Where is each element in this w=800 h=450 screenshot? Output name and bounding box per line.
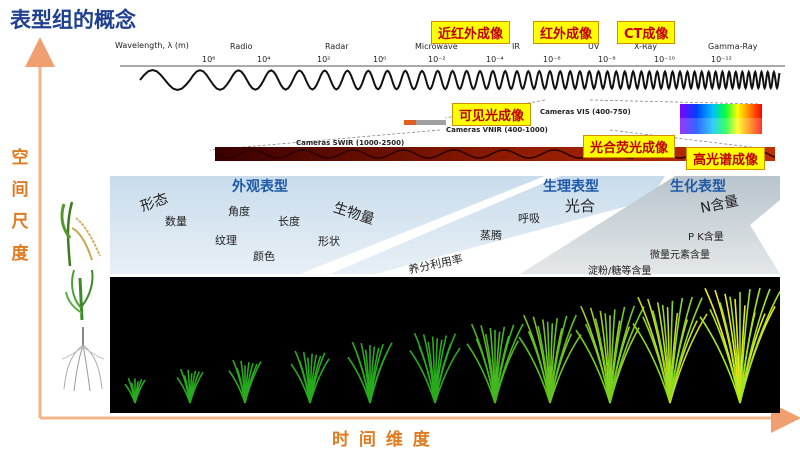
band-label: Gamma-Ray xyxy=(708,42,758,51)
y-axis-label-char: 度 xyxy=(11,244,29,264)
imaging-label-nir: 近红外成像 xyxy=(431,21,511,44)
y-axis-label-char: 空 xyxy=(11,148,29,168)
exponent-label: 10⁻⁸ xyxy=(598,55,616,64)
trait-transpiration: 蒸腾 xyxy=(480,229,502,242)
imaging-label-fluorescence: 光合荧光成像 xyxy=(583,135,676,158)
plant-seedling-image xyxy=(65,269,94,321)
imaging-label-hyperspectral: 高光谱成像 xyxy=(686,147,766,170)
trait-shape: 形状 xyxy=(318,235,340,248)
appearance-panel xyxy=(110,176,545,274)
band-label: Microwave xyxy=(415,42,458,51)
trait-pk-content: P K含量 xyxy=(688,232,724,243)
y-axis-label-char: 间 xyxy=(11,180,29,200)
band-label: Radar xyxy=(325,42,349,51)
rice-plant xyxy=(409,332,461,404)
trait-photosynthesis: 光合 xyxy=(565,197,596,215)
exponent-label: 10⁴ xyxy=(257,55,271,64)
biochemical-panel xyxy=(520,176,780,274)
exponent-label: 10⁶ xyxy=(202,55,216,64)
rice-plant xyxy=(699,287,781,404)
rice-plant xyxy=(290,350,330,404)
rice-plant xyxy=(632,296,708,404)
category-biochemical: 生化表型 xyxy=(670,179,726,195)
trait-starch-sugar: 淀粉/糖等含量 xyxy=(588,266,652,277)
phenotype-panels xyxy=(110,176,780,274)
plant-root-image xyxy=(61,327,105,392)
camera-swir-label: Cameras SWIR (1000-2500) xyxy=(296,139,405,147)
imaging-label-visible: 可见光成像 xyxy=(452,103,532,126)
rice-plant xyxy=(575,305,645,404)
exponent-label: 10⁻¹² xyxy=(711,55,732,64)
y-axis-label-char: 尺 xyxy=(11,212,29,232)
rice-plant xyxy=(124,377,146,404)
rice-plants xyxy=(124,287,781,404)
camera-vnir-label: Cameras VNIR (400-1000) xyxy=(446,126,548,134)
page-title: 表型组的概念 xyxy=(10,8,136,32)
trait-count: 数量 xyxy=(165,215,187,228)
exponent-label: 10⁻⁴ xyxy=(486,55,504,64)
trait-angle: 角度 xyxy=(228,205,250,218)
category-physiology: 生理表型 xyxy=(543,179,599,195)
exponent-label: 10⁰ xyxy=(373,55,387,64)
exponent-label: 10⁻¹⁰ xyxy=(654,55,675,64)
x-axis-label: 时 间 维 度 xyxy=(332,430,432,450)
imaging-label-ir: 红外成像 xyxy=(533,21,600,44)
exponent-label: 10⁻⁶ xyxy=(543,55,561,64)
imaging-label-ct: CT成像 xyxy=(617,21,676,44)
trait-color: 颜色 xyxy=(253,250,275,263)
trait-length: 长度 xyxy=(278,215,300,228)
trait-micro-element: 微量元素含量 xyxy=(650,250,710,261)
trait-texture: 纹理 xyxy=(215,234,237,247)
exponent-label: 10² xyxy=(317,55,331,64)
rice-plant xyxy=(228,359,262,404)
physiology-panel xyxy=(330,176,665,274)
camera-vis-label: Cameras VIS (400-750) xyxy=(540,108,631,116)
rice-plant xyxy=(176,368,204,404)
rice-plant xyxy=(518,314,582,404)
band-label: UV xyxy=(588,42,600,51)
wavelength-label: Wavelength, λ (m) xyxy=(115,41,189,50)
plant-leaf-panicle-image xyxy=(60,201,101,267)
category-appearance: 外观表型 xyxy=(232,179,288,195)
band-label: Radio xyxy=(230,42,253,51)
trait-respiration: 呼吸 xyxy=(518,212,540,225)
band-label: X-Ray xyxy=(634,42,657,51)
band-label: IR xyxy=(512,42,520,51)
growth-stages-panel xyxy=(110,277,781,413)
rice-plant xyxy=(347,341,393,404)
exponent-label: 10⁻² xyxy=(428,55,446,64)
rice-plant xyxy=(466,323,524,404)
